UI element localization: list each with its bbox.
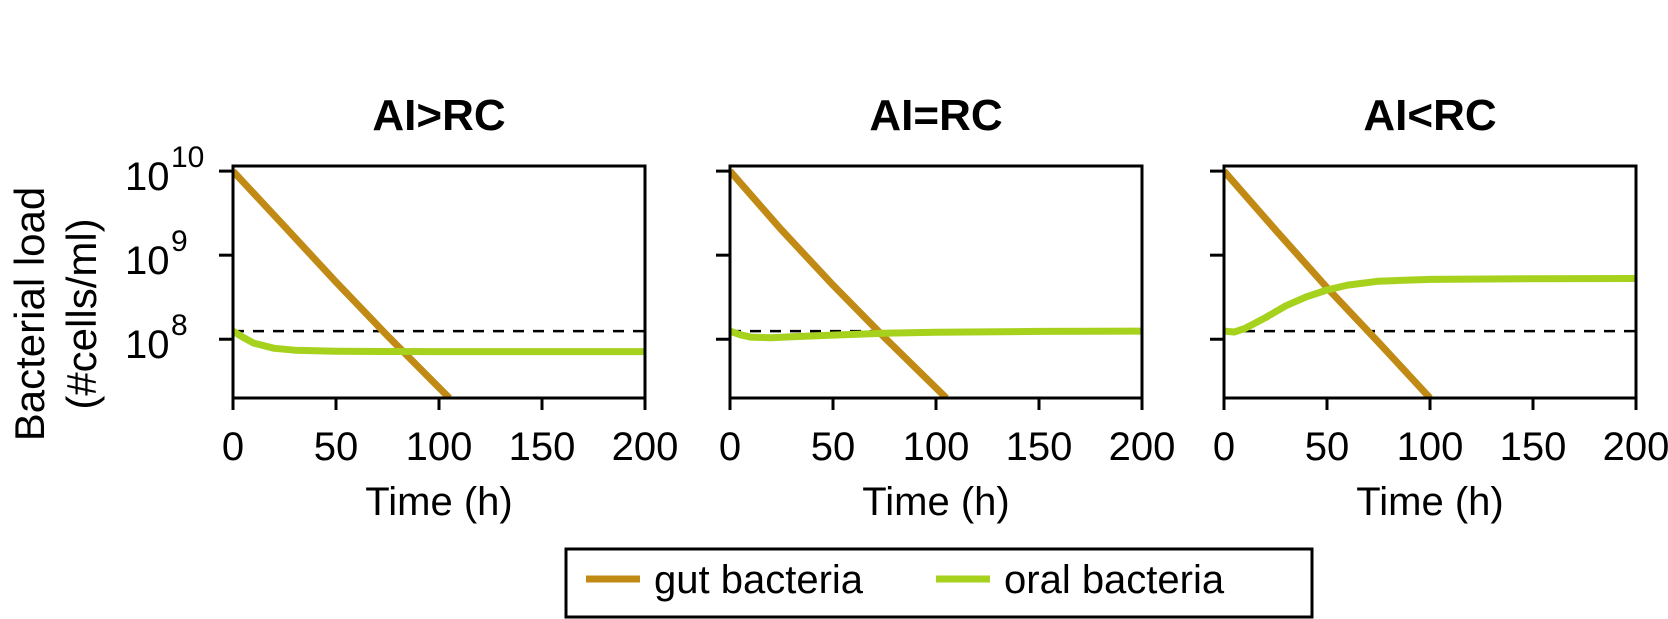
y-tick-label-base: 10 [125,155,170,199]
y-axis-label-line-1: Bacterial load [6,187,53,441]
plot-frame [231,164,647,400]
gut-bacteria-line [233,168,452,398]
x-tick-label: 150 [509,425,576,469]
x-tick-label: 0 [222,425,244,469]
gut-bacteria-line [1224,168,1433,398]
y-tick-label-exponent: 10 [171,141,204,174]
y-axis-label-line-2: (#cells/ml) [58,218,105,409]
oral-bacteria-line [233,328,645,356]
x-tick-label: 100 [1397,425,1464,469]
y-tick-label-exponent: 8 [171,309,188,342]
x-tick-label: 150 [1500,425,1567,469]
x-axis-label: Time (h) [365,480,512,524]
x-tick-label: 150 [1006,425,1073,469]
x-tick-label: 50 [811,425,856,469]
x-tick-label: 200 [1603,425,1668,469]
oral-legend-label: oral bacteria [1004,558,1225,602]
legend: gut bacteria oral bacteria [564,547,1314,619]
panel-title: AI=RC [869,91,1002,140]
y-axis-label: Bacterial load (#cells/ml) [6,187,105,441]
x-tick-label: 0 [1213,425,1235,469]
panel-title: AI<RC [1363,91,1496,140]
x-tick-label: 50 [314,425,359,469]
gut-bacteria-line [730,168,949,398]
x-tick-label: 0 [719,425,741,469]
panel-title: AI>RC [372,91,505,140]
x-tick-label: 100 [903,425,970,469]
plot-frame [728,164,1144,400]
x-axis-label: Time (h) [1356,480,1503,524]
x-tick-label: 50 [1305,425,1350,469]
x-axis-label: Time (h) [862,480,1009,524]
gut-legend-label: gut bacteria [654,558,864,602]
y-tick-label-base: 10 [125,239,170,283]
x-tick-label: 100 [406,425,473,469]
x-tick-label: 200 [1109,425,1176,469]
y-tick-label-exponent: 9 [171,225,188,258]
oral-bacteria-line [730,327,1142,342]
x-tick-label: 200 [612,425,679,469]
oral-bacteria-line [1224,275,1636,336]
legend-box [564,547,1314,619]
y-tick-label-base: 10 [125,323,170,367]
